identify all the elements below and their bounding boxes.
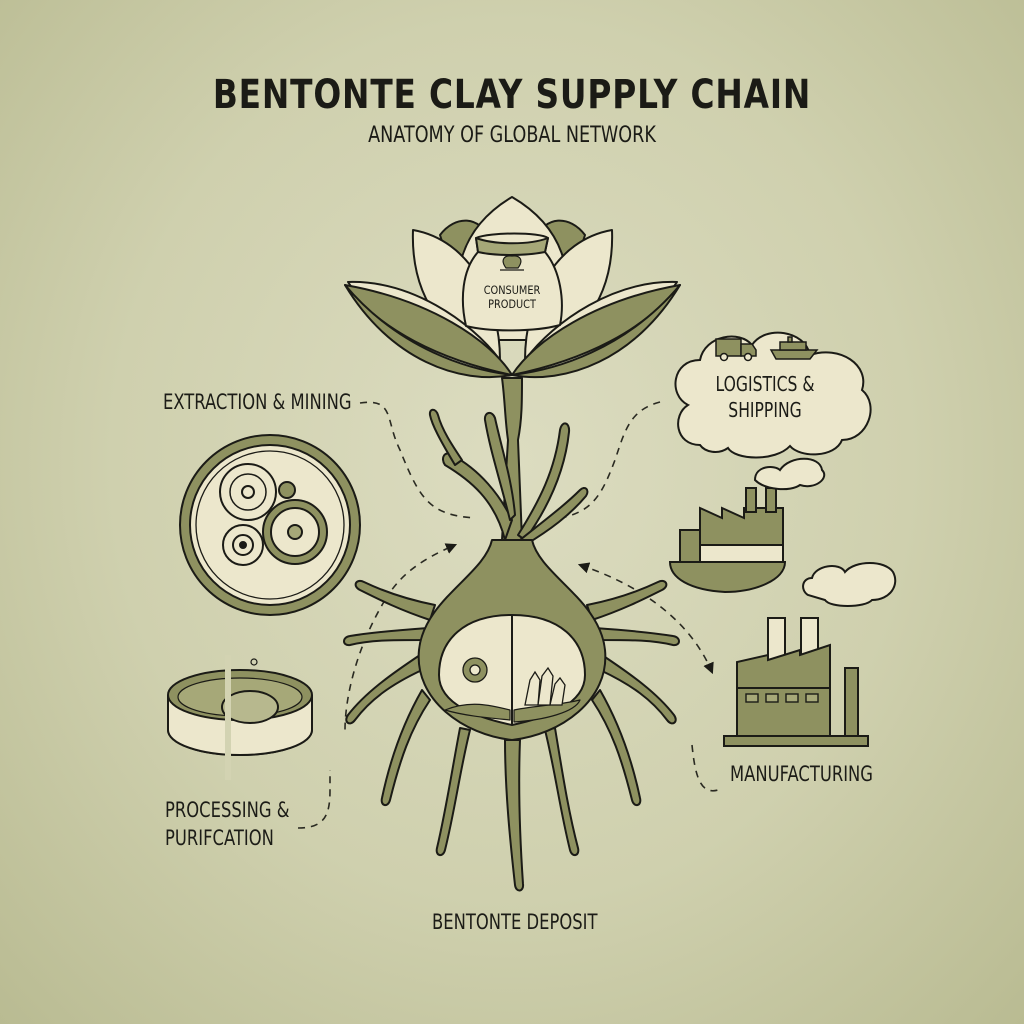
bulb-icon <box>343 539 680 892</box>
processing-line1: PROCESSING & <box>165 798 290 822</box>
gears-icon <box>179 434 361 616</box>
page-subtitle: ANATOMY OF GLOBAL NETWORK <box>368 123 656 148</box>
crystal-icon <box>524 666 566 706</box>
connector-extraction <box>359 401 476 519</box>
page-title: BENTONTE CLAY SUPPLY CHAIN <box>212 72 812 118</box>
deposit-label: BENTONTE DEPOSIT <box>432 910 598 934</box>
consumer-product-line1: CONSUMER <box>483 283 541 297</box>
ship-icon <box>769 336 819 360</box>
mini-gear-icon <box>462 657 488 683</box>
processing-line2: PURIFCATION <box>165 826 274 850</box>
sieve-icon <box>167 655 313 780</box>
connector-left-arrow <box>384 543 458 601</box>
stem-branches <box>428 377 589 546</box>
leaf-emblem-icon <box>500 255 524 271</box>
factory-icon <box>723 562 897 747</box>
stage-label-extraction: EXTRACTION & MINING <box>163 390 352 414</box>
stage-label-manufacturing: MANUFACTURING <box>730 762 874 786</box>
connector-lines <box>297 401 719 829</box>
consumer-product-line2: PRODUCT <box>488 297 536 311</box>
connector-manufacturing <box>691 744 719 792</box>
connector-left-arc <box>344 599 386 731</box>
stage-label-processing: PROCESSING & PURIFCATION <box>165 796 289 852</box>
logistics-line1: LOGISTICS & <box>715 372 815 396</box>
connector-processing <box>297 770 331 829</box>
stage-label-logistics: LOGISTICS & SHIPPING <box>710 371 819 423</box>
factory-island-icon <box>668 457 826 594</box>
logistics-line2: SHIPPING <box>728 398 802 422</box>
consumer-product-label: CONSUMER PRODUCT <box>476 283 547 311</box>
cloud-icon <box>674 331 872 459</box>
truck-icon <box>715 338 757 362</box>
connector-logistics <box>547 401 661 521</box>
